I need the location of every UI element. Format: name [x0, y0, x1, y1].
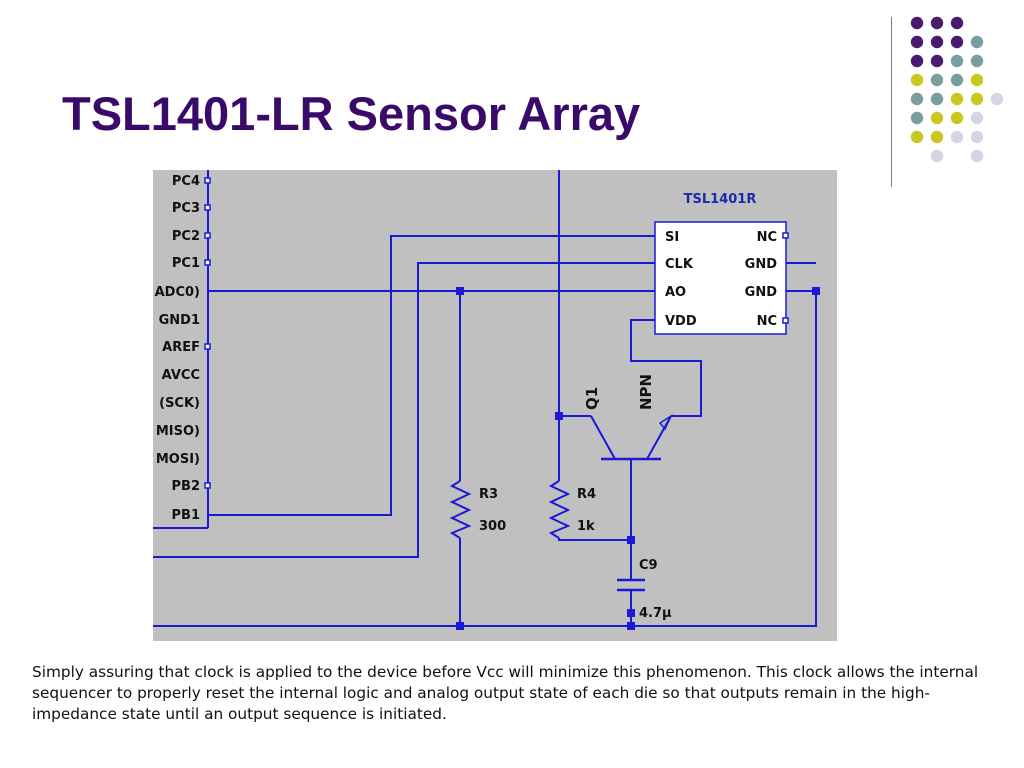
sensor-chip-name: TSL1401R	[684, 192, 757, 207]
mcu-pin-label: MOSI)	[156, 452, 200, 467]
chip-pin-label: NC	[757, 314, 777, 329]
mcu-pin-label: PC4	[172, 174, 200, 189]
decorative-dot-grid	[910, 16, 1004, 163]
mcu-pin-label: PB2	[172, 479, 200, 494]
chip-pin-label: AO	[665, 285, 686, 300]
mcu-pin-markers	[204, 177, 211, 489]
chip-pin-label: NC	[757, 230, 777, 245]
r3-value: 300	[479, 519, 506, 534]
r4-ref: R4	[577, 487, 596, 502]
mcu-pin-label: MISO)	[156, 424, 200, 439]
sensor-chip-body	[654, 221, 787, 335]
chip-pin-label: VDD	[665, 314, 697, 329]
r3-ref: R3	[479, 487, 498, 502]
mcu-pin-label: AVCC	[162, 368, 200, 383]
transistor-type: NPN	[637, 374, 655, 410]
mcu-pin-label: ADC0)	[155, 285, 200, 300]
junction-dots	[456, 287, 820, 630]
slide-caption: Simply assuring that clock is applied to…	[32, 663, 979, 723]
mcu-pin-label: (SCK)	[159, 396, 200, 411]
chip-pin-label: GND	[745, 285, 778, 300]
emitter-arrow	[658, 413, 673, 431]
circuit-schematic: PC4 PC3 PC2 PC1 ADC0) GND1 AREF AVCC (SC…	[153, 170, 837, 641]
mcu-pin-label: PC3	[172, 201, 200, 216]
mcu-pin-label: AREF	[162, 340, 200, 355]
chip-pin-label: GND	[745, 257, 778, 272]
transistor-ref: Q1	[583, 387, 601, 410]
mcu-pin-label: PB1	[172, 508, 200, 523]
chip-pin-label: CLK	[665, 257, 694, 272]
chip-nc-markers	[782, 232, 789, 324]
c9-ref: C9	[639, 558, 658, 573]
mcu-pin-label: PC2	[172, 229, 200, 244]
mcu-pin-label: GND1	[159, 313, 200, 328]
mcu-pin-label: PC1	[172, 256, 200, 271]
r4-value: 1k	[577, 519, 595, 534]
chip-pin-label: SI	[665, 230, 679, 245]
decorative-divider	[891, 17, 892, 187]
c9-value: 4.7µ	[639, 606, 672, 621]
wires	[153, 170, 817, 627]
slide-title: TSL1401-LR Sensor Array	[62, 87, 641, 140]
